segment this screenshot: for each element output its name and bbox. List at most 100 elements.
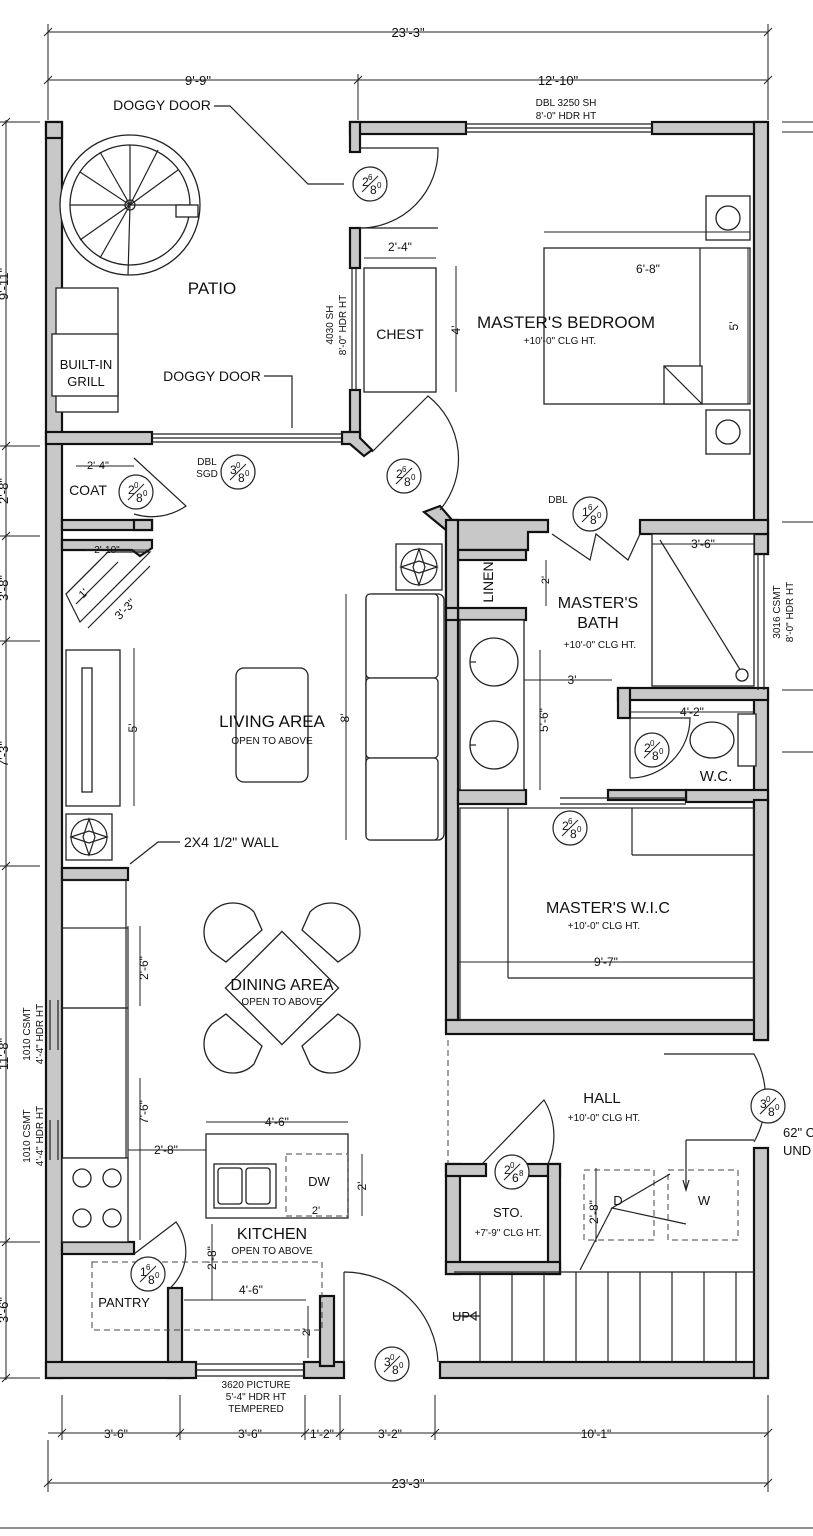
svg-text:6: 6 xyxy=(146,1263,151,1272)
room-dining-area: DINING AREA xyxy=(230,977,333,994)
svg-text:0: 0 xyxy=(134,481,139,490)
svg-text:6: 6 xyxy=(568,817,573,826)
dim-bed-w: 6'-8" xyxy=(636,262,660,276)
dim-left-6: 3'-6" xyxy=(0,1297,11,1323)
svg-text:8: 8 xyxy=(238,471,245,485)
dim-bottom-5: 10'-1" xyxy=(581,1427,612,1441)
room-hall-clg: +10'-0" CLG HT. xyxy=(568,1113,640,1124)
dbl-sgd-line2: SGD xyxy=(196,469,218,480)
svg-text:8: 8 xyxy=(652,749,659,763)
dim-overall-bottom: 23'-3" xyxy=(391,1476,425,1491)
stairs-up: UP xyxy=(452,1309,470,1324)
room-dining-area-sub: OPEN TO ABOVE xyxy=(241,997,323,1008)
dim-top-right: 12'-10" xyxy=(538,73,579,88)
room-patio: PATIO xyxy=(188,279,237,298)
svg-text:2: 2 xyxy=(504,1163,511,1177)
door-tag: 2 0 8 0 xyxy=(118,474,154,510)
dim-kitchen-bottom-h: 2'-8" xyxy=(205,1246,219,1270)
room-linen: LINEN xyxy=(480,561,496,602)
svg-text:1: 1 xyxy=(140,1265,147,1279)
svg-text:8: 8 xyxy=(519,1169,524,1178)
svg-text:8: 8 xyxy=(136,491,143,505)
room-masters-bedroom: MASTER'S BEDROOM xyxy=(477,313,655,332)
svg-text:0: 0 xyxy=(510,1161,515,1170)
window-3620-line3: TEMPERED xyxy=(228,1404,284,1415)
dim-top-left: 9'-9" xyxy=(185,73,211,88)
room-kitchen: KITCHEN xyxy=(237,1226,307,1243)
room-sto-clg: +7'-9" CLG HT. xyxy=(475,1228,542,1239)
dimension-lines xyxy=(0,24,813,1529)
window-4030-line2: 8'-0" HDR HT xyxy=(338,295,349,355)
dim-coat-w: 2'-4" xyxy=(87,460,109,472)
window-top-line2: 8'-0" HDR HT xyxy=(536,111,596,122)
door-tag: 2 6 8 0 xyxy=(386,458,422,494)
svg-text:2: 2 xyxy=(644,741,651,755)
dim-left-5: 11'-8" xyxy=(0,1038,11,1071)
svg-text:6: 6 xyxy=(368,173,373,182)
room-bath-line2: BATH xyxy=(577,615,618,632)
spiral-staircase-icon xyxy=(59,134,201,276)
dim-bottom-2: 3'-6" xyxy=(238,1427,262,1441)
svg-text:2: 2 xyxy=(362,175,369,189)
room-pantry: PANTRY xyxy=(98,1295,150,1310)
dim-left-2: 2'-8" xyxy=(0,478,11,504)
door-tag: 3 0 8 0 xyxy=(374,1346,410,1382)
room-masters-bedroom-clg: +10'-0" CLG HT. xyxy=(524,336,596,347)
dbl-sgd-line1: DBL xyxy=(197,457,217,468)
door-tag: 3 0 8 0 xyxy=(220,454,256,490)
door-tag: 1 6 8 0 xyxy=(130,1256,166,1292)
svg-text:1: 1 xyxy=(582,505,589,519)
dim-bottom-3: 1'-2" xyxy=(310,1427,334,1441)
window-1010a-line2: 4'-4" HDR HT xyxy=(35,1004,46,1064)
door-tag: 3 0 8 0 xyxy=(750,1088,786,1124)
dim-counter-h1: 2'-6" xyxy=(137,956,151,980)
svg-text:6: 6 xyxy=(512,1171,519,1185)
dim-left-3: 3'-8" xyxy=(0,575,11,601)
door-tag: 2 6 8 0 xyxy=(352,166,388,202)
svg-text:0: 0 xyxy=(411,473,416,482)
room-grill-line2: GRILL xyxy=(67,374,105,389)
svg-text:0: 0 xyxy=(236,461,241,470)
room-dryer: D xyxy=(613,1193,622,1208)
window-3620-line1: 3620 PICTURE xyxy=(222,1380,291,1391)
dim-counter-w: 2'-8" xyxy=(154,1143,178,1157)
room-dw: DW xyxy=(308,1174,330,1189)
dim-vanity-w: 3' xyxy=(568,673,577,687)
svg-text:6: 6 xyxy=(588,503,593,512)
coffee-table-icon xyxy=(235,667,309,783)
svg-text:0: 0 xyxy=(143,489,148,498)
window-3016-line1: 3016 CSMT xyxy=(772,585,783,638)
svg-text:0: 0 xyxy=(597,511,602,520)
room-masters-wic-clg: +10'-0" CLG HT. xyxy=(568,921,640,932)
dim-overall-top: 23'-3" xyxy=(391,25,425,40)
window-1010b-line2: 4'-4" HDR HT xyxy=(35,1106,46,1166)
dim-left-4: 7'-3" xyxy=(0,741,11,767)
dim-bottom-4: 3'-2" xyxy=(378,1427,402,1441)
fixtures xyxy=(51,134,757,1362)
stairs-icon xyxy=(454,1271,754,1362)
room-chest: CHEST xyxy=(376,326,424,342)
door-tag: 2 6 8 0 xyxy=(552,810,588,846)
dim-sofa-h: 8' xyxy=(338,714,352,723)
dining-table-icon xyxy=(203,902,361,1074)
svg-text:8: 8 xyxy=(148,1273,155,1287)
dim-laundry-h: 2'-8" xyxy=(587,1200,601,1224)
room-living-area-sub: OPEN TO ABOVE xyxy=(231,736,313,747)
room-hall: HALL xyxy=(583,1090,621,1107)
svg-text:0: 0 xyxy=(155,1271,160,1280)
cut-off-line2: UND xyxy=(783,1143,811,1158)
dim-chest-h: 4' xyxy=(449,326,463,335)
svg-text:3: 3 xyxy=(230,463,237,477)
svg-text:0: 0 xyxy=(775,1103,780,1112)
dim-vanity-h: 5'-6" xyxy=(537,708,551,732)
dim-island-w: 4'-6" xyxy=(265,1115,289,1129)
room-kitchen-sub: OPEN TO ABOVE xyxy=(231,1246,313,1257)
plant-icon xyxy=(395,543,443,591)
dim-kitchen-bottom-w: 4'-6" xyxy=(239,1283,263,1297)
svg-text:0: 0 xyxy=(245,469,250,478)
dim-wc-w: 4'-2" xyxy=(680,705,704,719)
room-wc: W.C. xyxy=(700,768,733,785)
dim-shower-w: 3'-6" xyxy=(691,537,715,551)
fireplace-icon xyxy=(65,649,121,807)
room-washer: W xyxy=(698,1193,711,1208)
